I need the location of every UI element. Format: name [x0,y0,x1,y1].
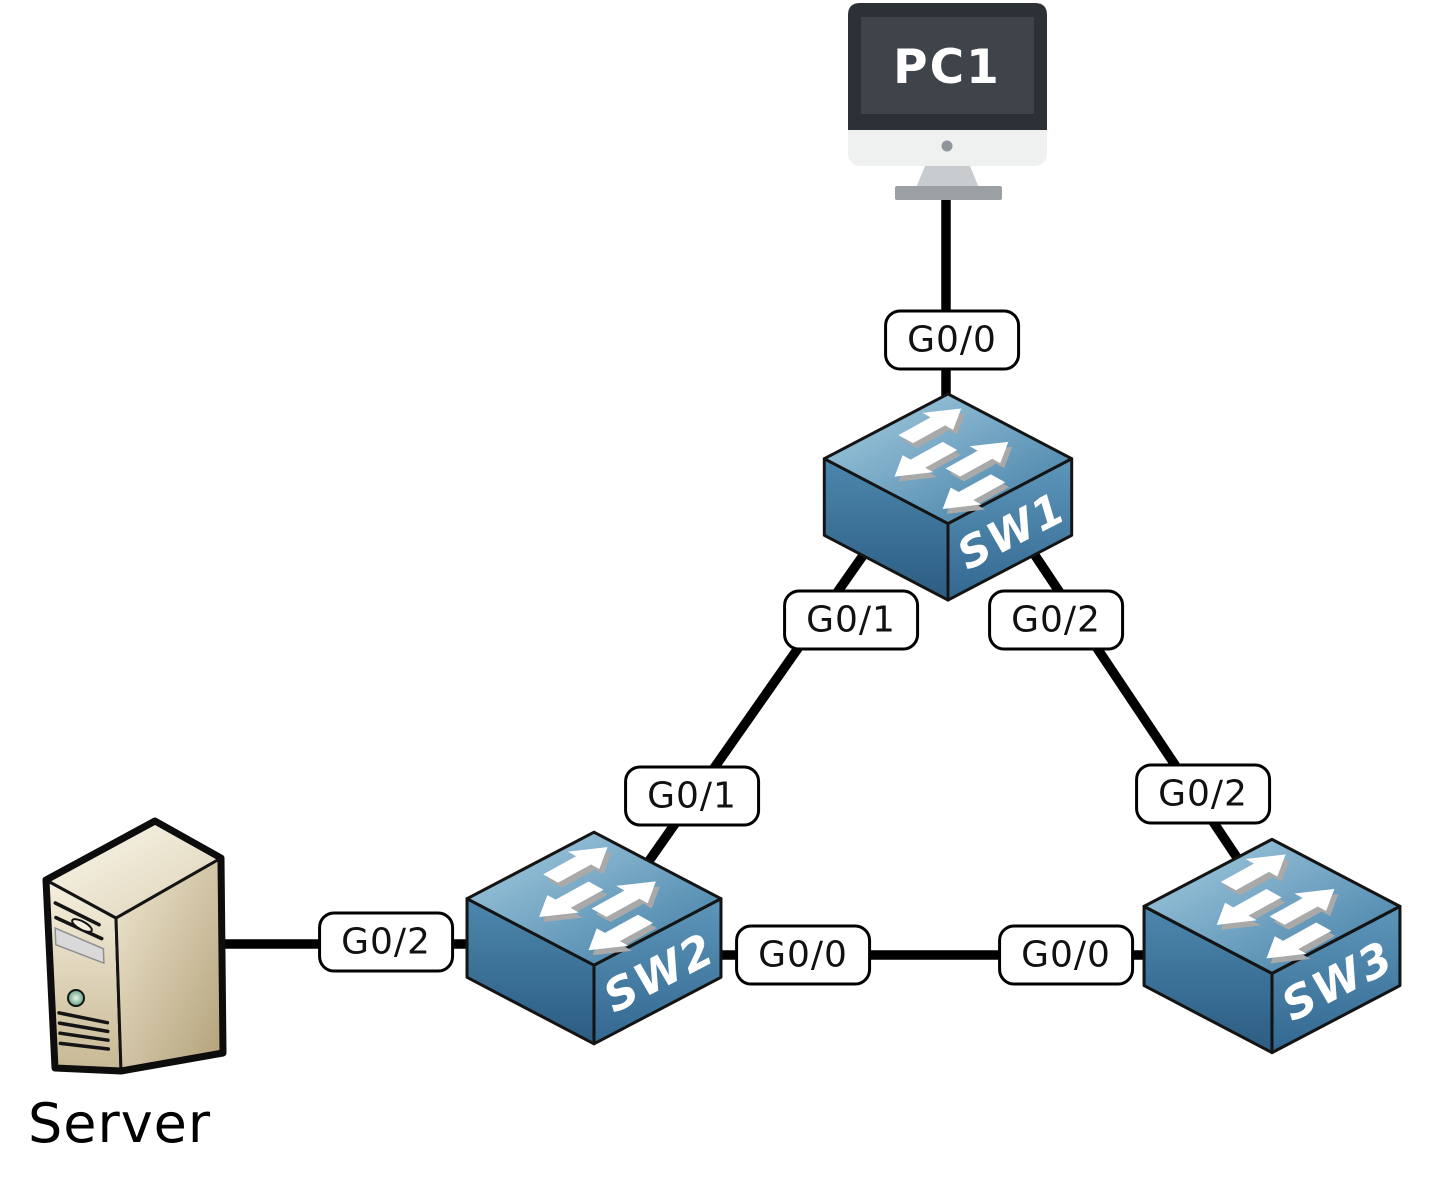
pc1-base [895,186,1002,200]
sw2-icon: SW2 [463,826,724,1052]
pc1-screen [861,17,1034,114]
server-label: Server [28,1092,212,1155]
server-vent-line [57,1011,110,1025]
port-label-sw1-g0-1: G0/1 [783,589,919,651]
port-label-sw2-g0-1: G0/1 [624,765,760,827]
sw3-icon: SW3 [1140,832,1403,1062]
server-slot-line [53,901,101,927]
port-label-sw1-g0-2: G0/2 [988,589,1124,651]
server-drive-tray [54,926,105,965]
server-vent-line [58,1041,111,1051]
pc1-stand [916,166,979,188]
pc1-camera-dot [941,140,953,152]
port-label-sw1-g0-0: G0/0 [884,309,1020,371]
port-label-sw3-g0-2: G0/2 [1135,763,1271,825]
server-slot-handle [71,918,93,933]
link-sw1-sw3 [1006,515,1264,895]
server-outline [42,817,227,1075]
port-label-sw2-g0-2-server: G0/2 [318,911,454,973]
server-icon [42,817,227,1075]
sw1-icon: SW1 [820,390,1074,606]
pc1-label: PC1 [893,40,1001,95]
server-vent-line [57,1021,110,1034]
pc1-icon: PC1 [848,3,1047,200]
port-label-sw2-g0-0: G0/0 [735,924,871,986]
port-label-sw3-g0-0: G0/0 [998,924,1134,986]
server-vent-line [58,1031,110,1042]
server-power-led [67,989,85,1007]
